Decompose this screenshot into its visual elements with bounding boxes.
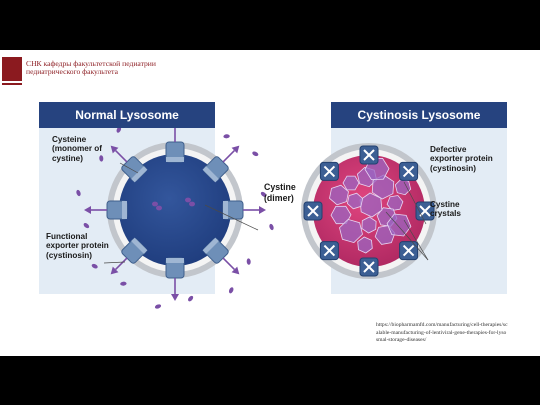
leader-lines <box>103 162 429 264</box>
cysteine-molecule-icon <box>246 258 251 265</box>
crystal-icon <box>339 218 363 244</box>
cysteine-molecule-icon <box>99 155 104 162</box>
cysteine-molecule-icon <box>223 134 230 139</box>
cysteine-molecule-icon <box>83 223 90 229</box>
cysteine-molecule-icon <box>228 287 234 294</box>
crystal-icon <box>329 184 349 206</box>
blocked-channel-x-icon <box>359 257 379 277</box>
cysteine-label: Cysteine (monomer of cystine) <box>52 135 103 163</box>
exporter-channel-icon <box>202 156 229 183</box>
cystinosis-lysosome <box>301 143 437 279</box>
crystal-icon <box>342 175 360 191</box>
functional-exporter-label: Functional exporter protein (cystinosin) <box>46 232 109 260</box>
blocked-exporter-channels <box>303 145 435 277</box>
exporter-channel-icon <box>106 200 128 220</box>
cystine-crystals-label: Cystine crystals <box>430 200 461 219</box>
exporter-channel-icon <box>165 257 185 279</box>
cysteine-molecule-icon <box>188 295 194 302</box>
export-arrow-icon <box>222 257 240 275</box>
cysteine-molecule-icon <box>76 189 81 197</box>
header-line-2: педиатрического факультета <box>26 67 118 77</box>
blocked-channel-x-icon <box>319 241 339 261</box>
cystine-dimer-label: Cystine (dimer) <box>264 182 296 203</box>
exporter-channel-icon <box>121 237 148 264</box>
normal-lysosome <box>76 111 274 309</box>
exporter-channels <box>106 141 244 279</box>
logo <box>2 57 22 81</box>
cysteine-molecule-icon <box>154 304 162 309</box>
cystine-crystals <box>329 157 412 254</box>
export-arrow-icon <box>84 206 107 214</box>
crystal-icon <box>359 192 383 218</box>
crystal-icon <box>361 216 377 234</box>
blocked-channel-x-icon <box>415 201 435 221</box>
exporter-channel-icon <box>121 156 148 183</box>
export-arrow-icon <box>171 278 179 301</box>
slide-header: СНК кафедры факультетской педиатрии педи… <box>26 59 246 77</box>
cysteine-molecule-icon <box>252 151 259 157</box>
source-url[interactable]: https://biopharmamfd.com/manufacturing/c… <box>376 322 508 344</box>
blocked-channel-x-icon <box>319 161 339 181</box>
defective-exporter-label: Defective exporter protein (cystinosin) <box>430 145 493 173</box>
cysteine-molecule-icon <box>116 126 122 133</box>
logo-underline <box>2 83 22 85</box>
exporter-channel-icon <box>202 237 229 264</box>
blocked-channel-x-icon <box>359 145 379 165</box>
blocked-channel-x-icon <box>399 161 419 181</box>
export-arrow-icon <box>110 145 128 163</box>
slide: СНК кафедры факультетской педиатрии педи… <box>0 50 540 356</box>
lysosome-diagram <box>76 111 437 309</box>
export-arrow-icon <box>110 257 128 275</box>
normal-lysosome-title: Normal Lysosome <box>39 102 215 128</box>
crystal-icon <box>371 174 395 200</box>
exporter-channel-icon <box>222 200 244 220</box>
cysteine-molecule-icon <box>260 191 267 197</box>
header-line-1: СНК кафедры факультетской педиатрии <box>26 59 156 68</box>
blocked-channel-x-icon <box>399 241 419 261</box>
export-arrow-icon <box>222 145 240 163</box>
crystal-icon <box>346 192 364 210</box>
cysteine-molecule-icon <box>269 223 274 231</box>
exporter-channel-icon <box>165 141 185 163</box>
cysteine-molecule-icon <box>120 281 127 286</box>
cysteine-molecule-icon <box>91 263 98 269</box>
crystal-icon <box>357 236 373 254</box>
export-arrow-icon <box>243 206 266 214</box>
blocked-channel-x-icon <box>303 201 323 221</box>
crystal-icon <box>386 213 412 237</box>
cystinosis-lysosome-title: Cystinosis Lysosome <box>331 102 507 128</box>
cystine-dimer-icon <box>152 197 195 211</box>
crystal-icon <box>394 178 412 196</box>
lysosome-lumen <box>119 154 231 266</box>
